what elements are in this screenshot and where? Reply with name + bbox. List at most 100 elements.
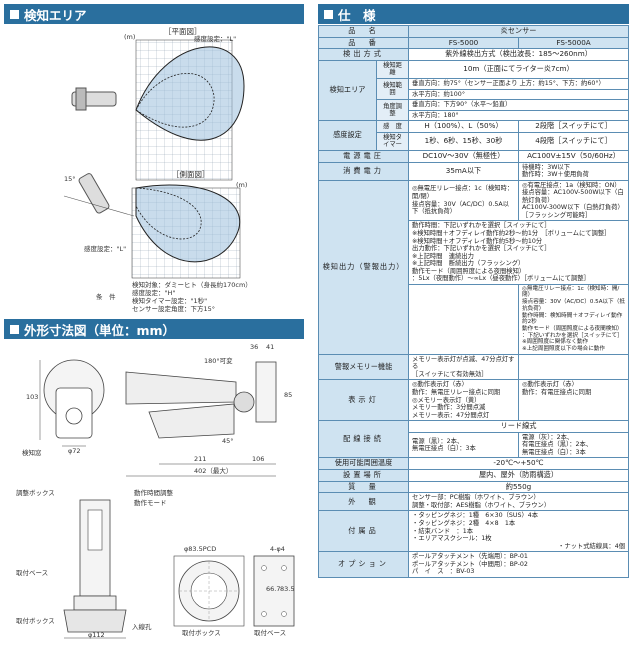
power-b1: 待機時：3W以下	[522, 163, 571, 171]
sens-b-label: 検知タイマー	[375, 131, 410, 151]
out-b1: ◎有電圧接点：1a（検知時：ON）	[522, 181, 621, 189]
out-m3: ※検知時間＋オフディレイ動作約5秒〜約10分	[412, 237, 543, 245]
table-row: 検知タイマー 1秒、6秒、15秒、30秒 4段階［スイッチにて］	[319, 131, 629, 151]
side-sens-l-label: 感度設定："L"	[84, 245, 127, 253]
out-m1: 動作時間：下記いずれかを選択［スイッチにて］	[412, 222, 551, 230]
table-row: 配線接続 リード線式	[317, 420, 629, 459]
plan-label: ［平面図］	[164, 27, 202, 36]
side-area-l	[135, 187, 202, 240]
cover-label: 角度調整	[375, 99, 410, 122]
plan-unit: (m)	[124, 33, 136, 41]
angle-label: 15°	[64, 175, 76, 183]
dimensions-figure: 180°可変 36 41 103 85 φ72 検知窓 45° 211 106 …	[4, 342, 304, 644]
table-row: 使用可能周囲温度 -20℃〜+50℃	[317, 457, 629, 471]
angle-h: 水平方向：約100°	[408, 88, 629, 101]
out-m8: ：5Lx（夜間動作）〜∞Lx（昼夜動作）［ボリュームにて調整］	[412, 275, 590, 283]
out-b2: 接点容量：AC100V-500W以下（白熱灯負荷）	[522, 189, 624, 204]
out-a1: ◎無電圧リレー接点：1c（検知時：開/閉）	[412, 185, 514, 200]
temp-label: 使用可能周囲温度	[317, 457, 410, 471]
cover-h: 水平方向：180°	[408, 109, 629, 122]
table-row: 設置場所 屋内、屋外（防雨構造）	[317, 469, 629, 482]
dim-66-7: 66.7	[266, 585, 281, 593]
cover-v: 垂直方向：下方90°（水平〜鉛直）	[408, 99, 629, 111]
mem-value-2: ［スイッチにて有効無効］	[412, 370, 488, 378]
table-row: 付属品 ・タッピングネジ：1種 6×30（SUS）4本 ・タッピングネジ：2種 …	[317, 510, 629, 553]
acc-2: ・タッピングネジ：2種 4×8 1本	[412, 520, 516, 528]
out-c7: ※上記周囲照度以下の場合に動作	[522, 346, 605, 353]
volt-b: AC100V±15V（50/60Hz）	[518, 149, 629, 163]
acc-1: ・タッピングネジ：1種 6×30（SUS）4本	[412, 512, 539, 520]
dim-402: 402（最大）	[194, 467, 233, 475]
side-area-h	[135, 184, 241, 263]
out-m7: 動作モード（周囲照度による夜間検知）	[412, 267, 526, 275]
spec-table: 品 名 炎センサー 品 番 FS-5000 FS-5000A 検出方式 紫外線検…	[317, 25, 629, 578]
weight-value: 約550g	[408, 480, 629, 494]
out-c3: 動作時間：検知時間＋オフディレイ動作約2秒	[522, 312, 623, 326]
dim-adjust-box: 調整ボックス	[16, 489, 55, 497]
out-b4: ［フラッシング可能時］	[522, 211, 592, 219]
dim-holes: 4-φ4	[270, 545, 285, 553]
sens-label: 感度設定	[318, 120, 377, 151]
dim-mode: 動作モード	[134, 499, 167, 507]
dim-window: 検知窓	[22, 449, 42, 457]
sens-b: 1秒、6秒、15秒、30秒	[408, 131, 519, 151]
out-m6: ※上記時間 断続出力（フラッシング）	[412, 260, 525, 268]
out-c5: ：下記いずれかを選択［スイッチにて］	[522, 332, 623, 339]
led-a2: 動作：無電圧リレー接点に同期	[412, 389, 501, 396]
base-plate-drawing	[253, 555, 295, 627]
led-b2: 動作：有電圧接点に同期	[522, 389, 592, 396]
product-value: 炎センサー	[408, 25, 629, 38]
model-a: FS-5000	[408, 36, 519, 50]
out-m5: ※上記時間 連続出力	[412, 252, 474, 260]
acc-3: ・結束バンド ：1本	[412, 527, 474, 535]
out-label: 検知出力（警報出力）	[317, 179, 410, 355]
detection-window-icon	[65, 407, 83, 425]
out-a2: 接点容量：30V（AC/DC）0.5A以下（抵抗負荷）	[412, 200, 509, 216]
table-row: 検出方式 紫外線検出方式（検出波長：185〜260nm）	[317, 48, 629, 61]
led-a5: メモリー表示：47分間点灯	[412, 411, 490, 419]
out-c1: ◎無電圧リレー接点：1c（検知時：開/閉）	[522, 285, 620, 299]
side-sensor-body	[125, 371, 237, 405]
base-box-drawing	[173, 555, 245, 627]
led-a1: ◎動作表示灯（赤）	[412, 381, 468, 389]
dim-timer-adjust: 動作時間調整	[134, 489, 173, 497]
wire-b3: 無電圧接点（白）：3本	[522, 448, 586, 456]
dim-inlet: 入線孔	[132, 623, 152, 631]
detection-diagrams	[63, 39, 245, 279]
table-row: 電源電圧 DC10V〜30V（無極性） AC100V±15V（50/60Hz）	[317, 149, 629, 163]
acc-4: ・エリアマスクシール：1枚	[412, 535, 492, 543]
method-value: 紫外線検出方式（検出波長：185〜260nm）	[408, 48, 629, 61]
opt-3: パ イ ス ：BV-03	[412, 568, 475, 576]
out-c4: 動作モード（周囲照度による夜間検知）	[522, 326, 623, 332]
table-row: 外 観 センサー部：PC樹脂（ホワイト、ブラウン）調整・取付部：AES樹脂（ホワ…	[317, 492, 629, 512]
wire-a1: 電源（黒）：2本、	[412, 437, 464, 445]
dim-211: 211	[194, 455, 207, 463]
section-square-icon	[324, 9, 333, 19]
power-label: 消費電力	[317, 161, 410, 181]
opt-1: ポールアタッチメント（先端用）：BP-01	[412, 553, 528, 561]
wire-a2: 無電圧接点（白）：3本	[412, 445, 476, 453]
detection-section-title: 検知エリア	[4, 4, 304, 24]
condition-3: 検知タイマー設定："1秒"	[132, 297, 208, 305]
section-square-icon	[10, 9, 19, 19]
look-1: センサー部：PC樹脂（ホワイト、ブラウン）	[412, 494, 540, 502]
wire-b1: 電源（灰）：2本、	[522, 433, 574, 441]
wire-head: リード線式	[408, 420, 629, 433]
table-row: 検知エリア 検知距離 10m（正面にてライター炎7cm）	[318, 59, 629, 122]
dim-106: 106	[252, 455, 265, 463]
plan-area-l	[135, 73, 215, 128]
side-label: ［側面図］	[172, 170, 210, 179]
sensor-bracket-icon	[75, 87, 87, 111]
mem-value: メモリー表示灯が点滅、47分点灯する	[412, 355, 515, 371]
table-row: 電源（黒）：2本、無電圧接点（白）：3本 電源（灰）：2本、有電圧接点（黒）：2…	[319, 431, 629, 459]
dim-41: 41	[266, 343, 275, 351]
product-label: 品 名	[317, 25, 410, 38]
spec-title-text: 仕 様	[338, 7, 376, 23]
led-b1: ◎動作表示灯（赤）	[522, 381, 578, 389]
dim-36: 36	[250, 343, 259, 351]
table-row: 検知出力（警報出力） ◎無電圧リレー接点：1c（検知時：開/閉）接点容量：30V…	[317, 179, 629, 355]
volt-label: 電源電圧	[317, 149, 410, 163]
dist-label: 検知距離	[375, 59, 410, 80]
out-c2: 接点容量：30V（AC/DC）0.5A以下（抵抗負荷）	[522, 299, 625, 312]
place-value: 屋内、屋外（防雨構造）	[408, 469, 629, 482]
